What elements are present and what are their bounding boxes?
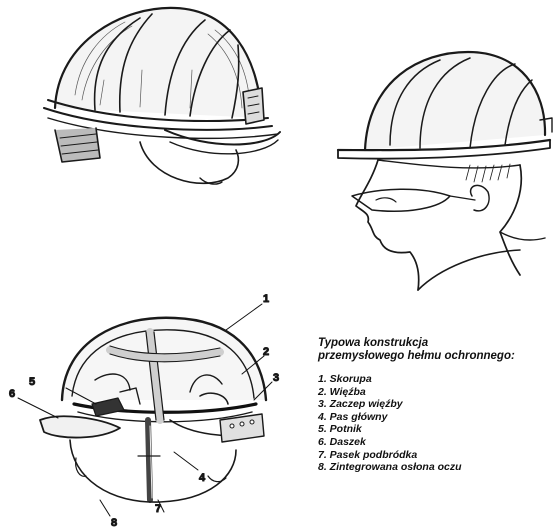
- callout-4: 4: [199, 472, 206, 484]
- legend-list: 1. Skorupa 2. Więźba 3. Zaczep więźby 4.…: [318, 373, 554, 474]
- component-legend: Typowa konstrukcja przemysłowego hełmu o…: [318, 337, 554, 474]
- callout-2: 2: [263, 346, 269, 358]
- legend-item-cradle: 2. Więźba: [318, 386, 554, 399]
- legend-item-eye-shield: 8. Zintegrowana osłona oczu: [318, 461, 554, 474]
- legend-item-headband: 4. Pas główny: [318, 411, 554, 424]
- legend-item-cradle-clip: 3. Zaczep więźby: [318, 398, 554, 411]
- profile-head-drawing: [338, 52, 552, 290]
- helmet-cutaway-drawing: [18, 304, 272, 516]
- legend-item-peak: 6. Daszek: [318, 436, 554, 449]
- legend-title-line: Typowa konstrukcja: [318, 337, 554, 350]
- callout-1: 1: [263, 293, 269, 305]
- legend-title-line: przemysłowego hełmu ochronnego:: [318, 350, 554, 363]
- legend-item-shell: 1. Skorupa: [318, 373, 554, 386]
- legend-item-sweatband: 5. Potnik: [318, 423, 554, 436]
- legend-title: Typowa konstrukcja przemysłowego hełmu o…: [318, 337, 554, 363]
- callout-7: 7: [155, 503, 161, 515]
- callout-3: 3: [273, 372, 279, 384]
- helmet-exterior-drawing: [44, 8, 280, 184]
- callout-8: 8: [111, 517, 117, 529]
- callout-6: 6: [9, 388, 15, 400]
- legend-item-chin-strap: 7. Pasek podbródka: [318, 449, 554, 462]
- callout-5: 5: [29, 376, 35, 388]
